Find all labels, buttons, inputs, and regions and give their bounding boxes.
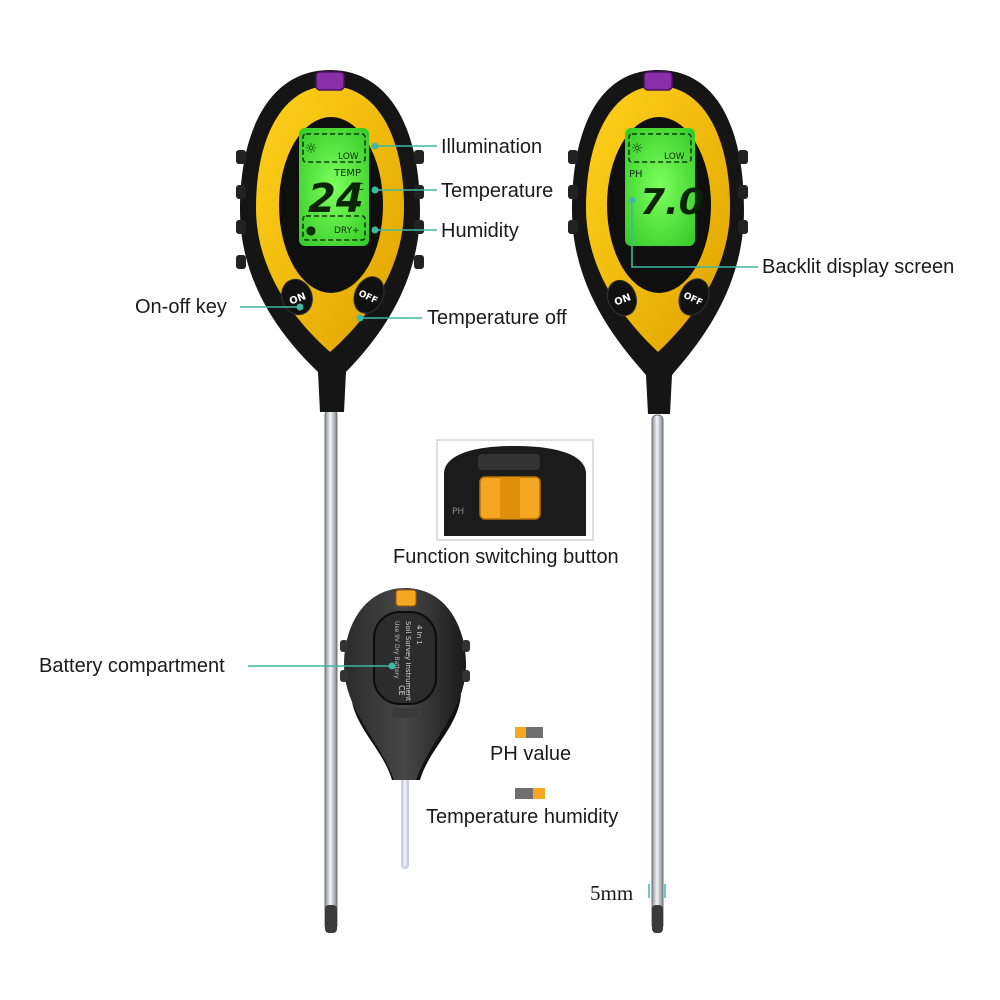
label-ph-value: PH value — [490, 743, 572, 765]
back-switch-button[interactable] — [395, 589, 417, 607]
left-soil-meter: ☼ LOW TEMP 24 °C ● DRY+ ON OFF — [236, 70, 424, 933]
right-lcd-reading: 7.0 — [640, 182, 704, 223]
battery-compartment-cover[interactable] — [373, 611, 437, 705]
ce-mark: CE — [397, 685, 406, 696]
left-light-sensor — [315, 71, 345, 91]
label-temperature-humidity: Temperature humidity — [426, 806, 619, 828]
left-lcd-dry: DRY+ — [334, 226, 360, 236]
label-backlit-display: Backlit display screen — [762, 256, 955, 278]
ph-swatch — [515, 727, 543, 738]
label-on-off-key: On-off key — [135, 296, 227, 318]
left-lcd-low: LOW — [338, 152, 359, 162]
function-switch-inset: PH — [436, 439, 594, 541]
water-drop-icon: ● — [306, 223, 316, 237]
right-soil-meter: ☼ LOW PH 7.0 ON OFF — [568, 70, 748, 933]
sun-icon: ☼ — [631, 141, 644, 157]
probe-size-bracket — [648, 884, 666, 898]
label-function-switch: Function switching button — [393, 546, 619, 568]
leader-dots — [296, 142, 636, 670]
label-temperature: Temperature — [441, 180, 554, 202]
right-lcd-low: LOW — [664, 152, 685, 162]
back-label-line1: 4 In 1 — [415, 625, 423, 645]
right-lcd-screen[interactable] — [625, 128, 695, 246]
right-lcd-ph: PH — [629, 169, 643, 180]
label-humidity: Humidity — [441, 220, 519, 242]
right-off-button[interactable]: OFF — [673, 274, 714, 320]
left-on-button[interactable]: ON — [277, 275, 318, 319]
left-off-button[interactable]: OFF — [348, 272, 389, 318]
right-probe-tip — [652, 905, 663, 933]
right-on-button[interactable]: ON — [603, 276, 642, 319]
leader-lines — [240, 145, 758, 667]
left-probe-tip — [325, 905, 337, 933]
switch-ph-mark: PH — [452, 507, 464, 517]
right-light-sensor — [643, 71, 673, 91]
sun-icon: ☼ — [305, 141, 318, 157]
temp-humidity-swatch — [515, 788, 545, 799]
label-illumination: Illumination — [441, 136, 543, 158]
battery-back-view: 4 In 1 Soil Survey Instrument Use 9V Dry… — [340, 588, 470, 869]
right-probe — [651, 414, 664, 931]
left-probe — [324, 409, 338, 931]
svg-text:ON: ON — [613, 292, 633, 308]
left-lcd-temp: TEMP — [333, 168, 361, 179]
label-probe-size: 5mm — [590, 881, 634, 905]
svg-text:ON: ON — [288, 291, 308, 307]
left-lcd-unit: °C — [352, 182, 364, 193]
label-temperature-off: Temperature off — [427, 307, 567, 329]
label-battery-compartment: Battery compartment — [39, 655, 225, 677]
back-label-line2: Soil Survey Instrument — [404, 621, 412, 701]
left-lcd-reading: 24 — [308, 176, 364, 222]
back-label-line3: Use 9V Dry Battery — [393, 621, 400, 679]
